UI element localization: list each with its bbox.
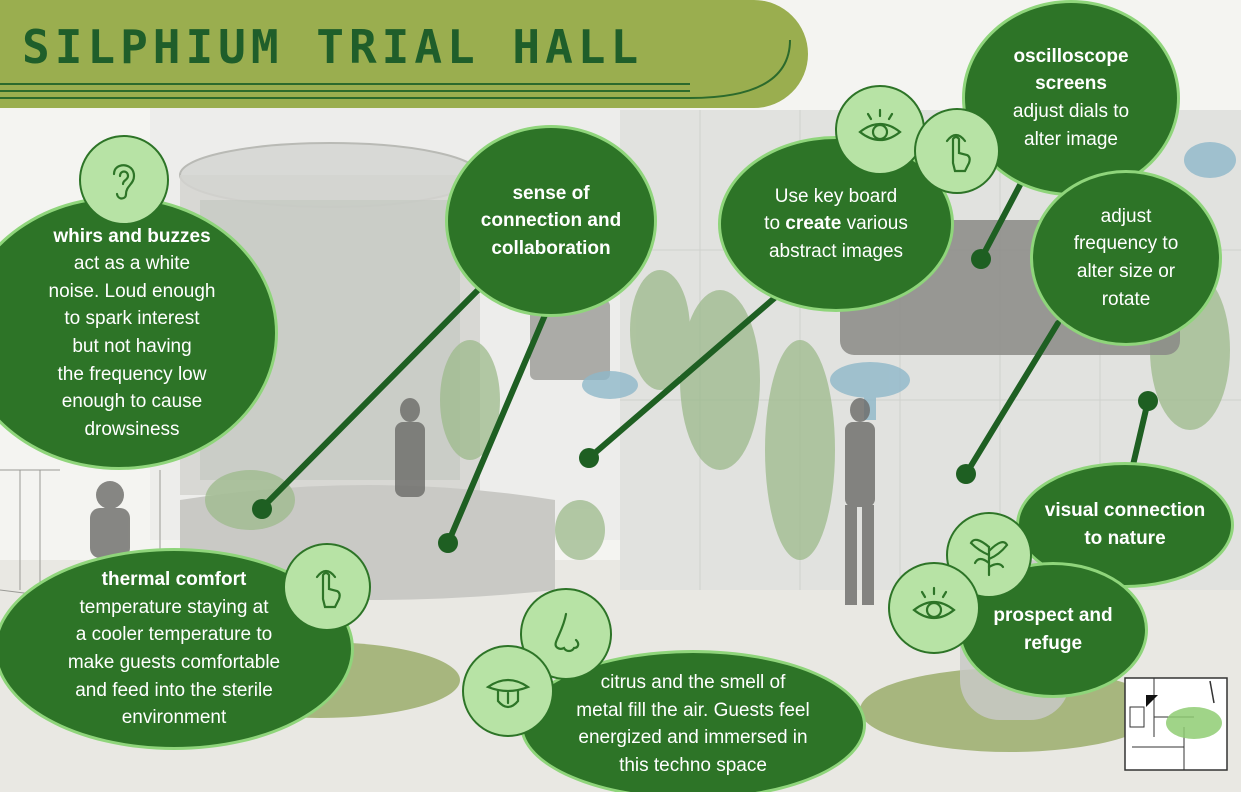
- thermal-line: environment: [121, 707, 227, 729]
- keyboard-line-2-pre: to: [764, 213, 786, 235]
- visual-line: to nature: [1084, 528, 1166, 549]
- whirs-line: to spark interest: [64, 308, 200, 330]
- keyboard-line-2: to create various: [764, 210, 908, 238]
- oscilloscope-line: alter image: [1024, 128, 1118, 150]
- prospect-line: refuge: [1023, 633, 1083, 654]
- prospect-line: prospect and: [993, 605, 1113, 627]
- connector-lines: [259, 182, 1151, 546]
- thermal-line: make guests comfortable: [67, 652, 281, 673]
- oscilloscope-heading: screens: [1035, 73, 1107, 95]
- bubble-use-keyboard: Use key board to create various abstract…: [718, 136, 954, 312]
- title-banner: [0, 0, 808, 108]
- citrus-line: energized and immersed in: [578, 727, 808, 749]
- touch-hand-icon: [914, 108, 1000, 194]
- page-title: SILPHIUM TRIAL HALL: [22, 20, 644, 74]
- keyboard-line: Use key board: [774, 185, 898, 207]
- whirs-line: act as a white: [73, 253, 191, 275]
- keyboard-create-word: create: [785, 213, 842, 235]
- connector-dots: [252, 249, 1158, 553]
- citrus-line: this techno space: [619, 754, 767, 776]
- eye-icon: [888, 562, 980, 654]
- whirs-line: drowsiness: [84, 418, 180, 440]
- tongue-icon: [462, 645, 554, 737]
- oscilloscope-heading: oscilloscope: [1013, 45, 1129, 67]
- bubble-adjust-frequency: adjust frequency to alter size or rotate: [1030, 170, 1222, 346]
- bubble-oscilloscope-screens: oscilloscope screens adjust dials to alt…: [962, 0, 1180, 196]
- bubble-whirs-and-buzzes: whirs and buzzes act as a white noise. L…: [0, 196, 278, 470]
- frequency-line: alter size or: [1076, 261, 1176, 282]
- whirs-line: the frequency low: [57, 363, 207, 385]
- frequency-line: adjust: [1100, 205, 1152, 227]
- connection-line: connection and: [480, 210, 622, 232]
- whirs-heading: whirs and buzzes: [53, 225, 211, 247]
- citrus-line: citrus and the smell of: [600, 672, 786, 693]
- floor-plan-minimap: [1124, 677, 1228, 771]
- thermal-heading: thermal comfort: [101, 569, 247, 591]
- whirs-line: but not having: [72, 336, 192, 357]
- thermal-line: and feed into the sterile: [75, 679, 273, 701]
- keyboard-line-2-post: various: [841, 213, 908, 235]
- connection-line: collaboration: [491, 237, 611, 259]
- whirs-line: enough to cause: [61, 391, 203, 413]
- oscilloscope-line: adjust dials to: [1012, 101, 1130, 122]
- frequency-line: frequency to: [1073, 233, 1179, 255]
- visual-line: visual connection: [1044, 500, 1206, 522]
- thermal-line: temperature staying at: [79, 596, 269, 618]
- bubble-sense-of-connection: sense of connection and collaboration: [445, 125, 657, 317]
- touch-hand-icon: [283, 543, 371, 631]
- keyboard-line: abstract images: [768, 240, 904, 262]
- thermal-line: a cooler temperature to: [75, 624, 273, 646]
- connection-line: sense of: [512, 182, 590, 204]
- citrus-line: metal fill the air. Guests feel: [576, 699, 810, 721]
- frequency-line: rotate: [1101, 288, 1151, 310]
- eye-icon: [835, 85, 925, 175]
- ear-icon: [79, 135, 169, 225]
- banner-stripes: [0, 39, 791, 99]
- whirs-line: noise. Loud enough: [48, 280, 216, 302]
